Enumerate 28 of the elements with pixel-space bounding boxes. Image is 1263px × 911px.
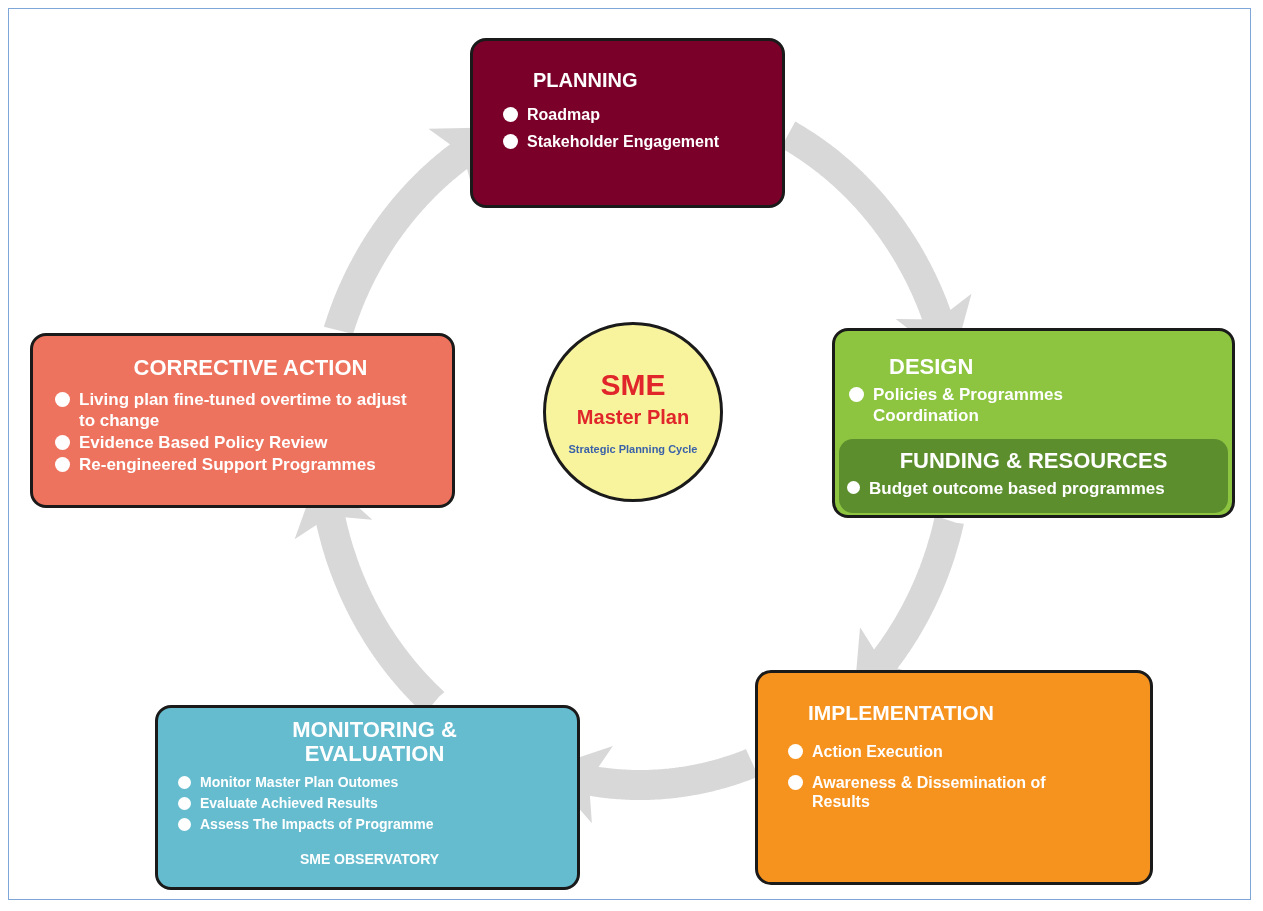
stage-heading: CORRECTIVE ACTION <box>132 356 369 381</box>
stage-box <box>470 38 785 208</box>
circle-label: Strategic Planning Cycle <box>568 443 698 457</box>
bullet-text: Policies & Programmes Coordination <box>873 385 1064 426</box>
bullet-text: Budget outcome based programmes <box>869 479 1165 500</box>
footer-label: SME OBSERVATORY <box>298 850 441 867</box>
bullet-text: Action Execution <box>812 742 943 762</box>
stage-box <box>832 328 1235 518</box>
sub-stage-box <box>839 439 1228 513</box>
bullet-text: Stakeholder Engagement <box>527 132 720 152</box>
circle-label: Master Plan <box>576 406 690 430</box>
bullet-text: Living plan fine-tuned overtime to adjust to change <box>79 390 408 431</box>
stage-box <box>30 333 455 508</box>
bullet-text: Monitor Master Plan Outomes <box>200 774 399 792</box>
stage-heading: MONITORING & EVALUATION <box>291 718 458 767</box>
stage-box <box>755 670 1153 885</box>
bullet-text: Assess The Impacts of Programme <box>200 815 434 833</box>
stage-heading: IMPLEMENTATION <box>807 701 995 725</box>
bullet-text: Evaluate Achieved Results <box>200 795 378 812</box>
stage-heading: FUNDING & RESOURCES <box>898 449 1169 474</box>
bullet-text: Re-engineered Support Programmes <box>79 455 376 476</box>
bullet-text: Evidence Based Policy Review <box>79 432 328 454</box>
bullet-text: Roadmap <box>527 105 600 125</box>
stage-heading: PLANNING <box>532 69 639 91</box>
circle-label: SME <box>600 367 666 403</box>
stage-box <box>155 705 580 890</box>
stage-heading: DESIGN <box>888 355 975 380</box>
bullet-text: Awareness & Dissemination of Results <box>812 773 1047 812</box>
